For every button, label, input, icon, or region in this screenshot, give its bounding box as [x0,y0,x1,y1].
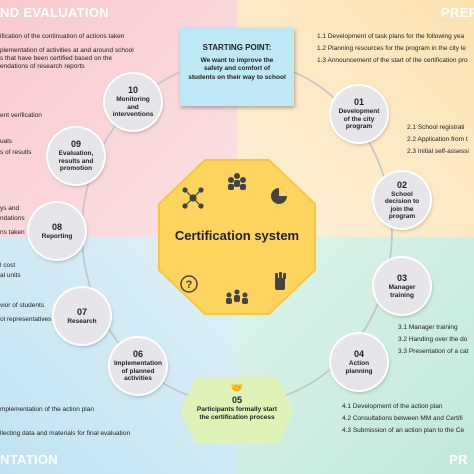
step-07-circle: 07 Research [54,288,110,344]
starting-point-title: STARTING POINT: [202,43,272,52]
step-09-circle: 09 Evaluation, results and promotion [48,128,104,184]
starting-point-text: We want to improve the safety and comfor… [188,57,286,81]
evaluation-notes: ification of the continuation of actions… [0,33,134,71]
question-icon: ? [180,275,198,293]
step-03-notes: 3.1 Manager training 3.2 Handing over th… [398,324,469,356]
implementation-heading: NTATION [0,452,58,467]
evaluation-heading: ND EVALUATION [0,5,109,20]
preparation-heading: PREP [441,5,474,20]
network-icon [182,187,204,209]
step-06-circle: 06 Implementation of planned activities [110,338,166,394]
svg-text:?: ? [186,279,193,291]
step-04-notes: 4.1 Development of the action plan 4.2 C… [342,403,465,435]
step-04-circle: 04 Action planning [331,334,387,390]
step-02-notes: 2.1 School registrati 2.2 Application fr… [407,124,469,156]
step-01-circle: 01 Development of the city program [331,86,387,142]
step-08-notes: ys and ndations ns taken [0,205,25,237]
raised-fist-icon [275,272,286,290]
step-07-notes: l cost al units vior of students ol repr… [0,262,52,324]
program-heading: PR [449,452,468,467]
step-09-notes: ent verification uals s of results [0,112,42,157]
step-03-circle: 03 Manager training [374,258,430,314]
handshake-icon: 🤝 [230,383,244,394]
certification-octagon: ? [158,159,316,315]
preparation-notes: 1.1 Development of task plans for the fo… [317,33,468,65]
team-icon [226,289,248,304]
step-08-circle: 08 Reporting [29,203,85,259]
step-02-circle: 02 School decision to join the program [374,172,430,228]
implementation-notes: mplementation of the action plan llectin… [0,406,131,438]
starting-point-box: STARTING POINT: We want to improve the s… [180,28,294,106]
center-title: Certification system [174,228,300,243]
step-10-circle: 10 Monitoring and interventions [105,74,161,130]
pie-chart-icon [271,188,287,204]
group-people-icon [228,173,246,190]
step-05-box: 🤝 05 Participants formally start the cer… [180,378,294,444]
